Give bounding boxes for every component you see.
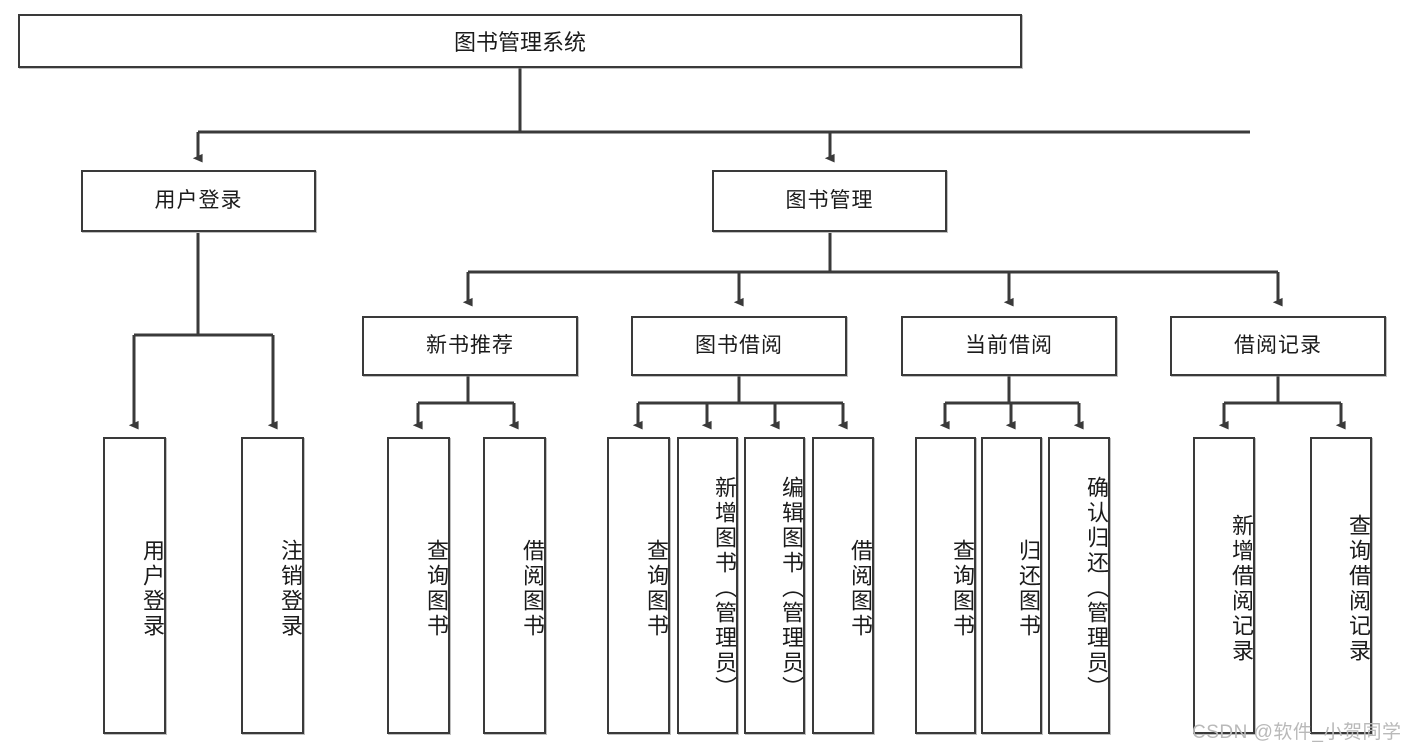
node-borrow-record[interactable]: 借阅记录 <box>1170 316 1386 376</box>
node-user-login[interactable]: 用户登录 <box>81 170 316 232</box>
node-book-manage[interactable]: 图书管理 <box>712 170 947 232</box>
node-new-book-recommend[interactable]: 新书推荐 <box>362 316 578 376</box>
watermark-text: CSDN @软件_小贺同学 <box>1192 722 1402 743</box>
node-book-borrow-label: 图书借阅 <box>695 334 783 358</box>
node-book-manage-label: 图书管理 <box>785 189 874 213</box>
node-current-borrow-label: 当前借阅 <box>965 334 1053 358</box>
leaf-current-borrow-return-label: 归还图书 <box>1016 538 1041 639</box>
leaf-user-login-login[interactable]: 用户登录 <box>103 437 166 734</box>
leaf-current-borrow-query-label: 查询图书 <box>950 538 975 639</box>
leaf-book-borrow-borrow-label: 借阅图书 <box>848 538 873 639</box>
leaf-new-book-query[interactable]: 查询图书 <box>387 437 450 734</box>
leaf-borrow-record-query-label: 查询借阅记录 <box>1346 513 1371 664</box>
leaf-book-borrow-add[interactable]: 新增图书（管理员） <box>677 437 738 734</box>
node-new-book-recommend-label: 新书推荐 <box>426 334 514 358</box>
node-user-login-label: 用户登录 <box>154 189 243 213</box>
leaf-book-borrow-borrow[interactable]: 借阅图书 <box>812 437 874 734</box>
leaf-user-login-login-label: 用户登录 <box>140 538 165 639</box>
node-book-borrow[interactable]: 图书借阅 <box>631 316 847 376</box>
node-root[interactable]: 图书管理系统 <box>18 14 1022 68</box>
leaf-book-borrow-edit-label: 编辑图书（管理员） <box>779 476 804 701</box>
leaf-new-book-borrow-label: 借阅图书 <box>520 538 545 639</box>
node-root-label: 图书管理系统 <box>453 30 586 55</box>
node-borrow-record-label: 借阅记录 <box>1234 334 1322 358</box>
node-current-borrow[interactable]: 当前借阅 <box>901 316 1117 376</box>
leaf-current-borrow-query[interactable]: 查询图书 <box>915 437 976 734</box>
leaf-new-book-borrow[interactable]: 借阅图书 <box>483 437 546 734</box>
leaf-user-login-logout-label: 注销登录 <box>278 538 303 639</box>
leaf-borrow-record-add[interactable]: 新增借阅记录 <box>1193 437 1255 734</box>
leaf-book-borrow-query-label: 查询图书 <box>644 538 669 639</box>
leaf-new-book-query-label: 查询图书 <box>424 538 449 639</box>
leaf-borrow-record-query[interactable]: 查询借阅记录 <box>1310 437 1372 734</box>
leaf-current-borrow-return[interactable]: 归还图书 <box>981 437 1042 734</box>
leaf-book-borrow-add-label: 新增图书（管理员） <box>712 476 737 701</box>
watermark: CSDN @软件_小贺同学 <box>1192 717 1401 744</box>
leaf-borrow-record-add-label: 新增借阅记录 <box>1229 513 1254 664</box>
leaf-current-borrow-confirm[interactable]: 确认归还（管理员） <box>1048 437 1110 734</box>
leaf-book-borrow-edit[interactable]: 编辑图书（管理员） <box>744 437 805 734</box>
leaf-current-borrow-confirm-label: 确认归还（管理员） <box>1084 476 1109 701</box>
leaf-book-borrow-query[interactable]: 查询图书 <box>607 437 670 734</box>
leaf-user-login-logout[interactable]: 注销登录 <box>241 437 304 734</box>
